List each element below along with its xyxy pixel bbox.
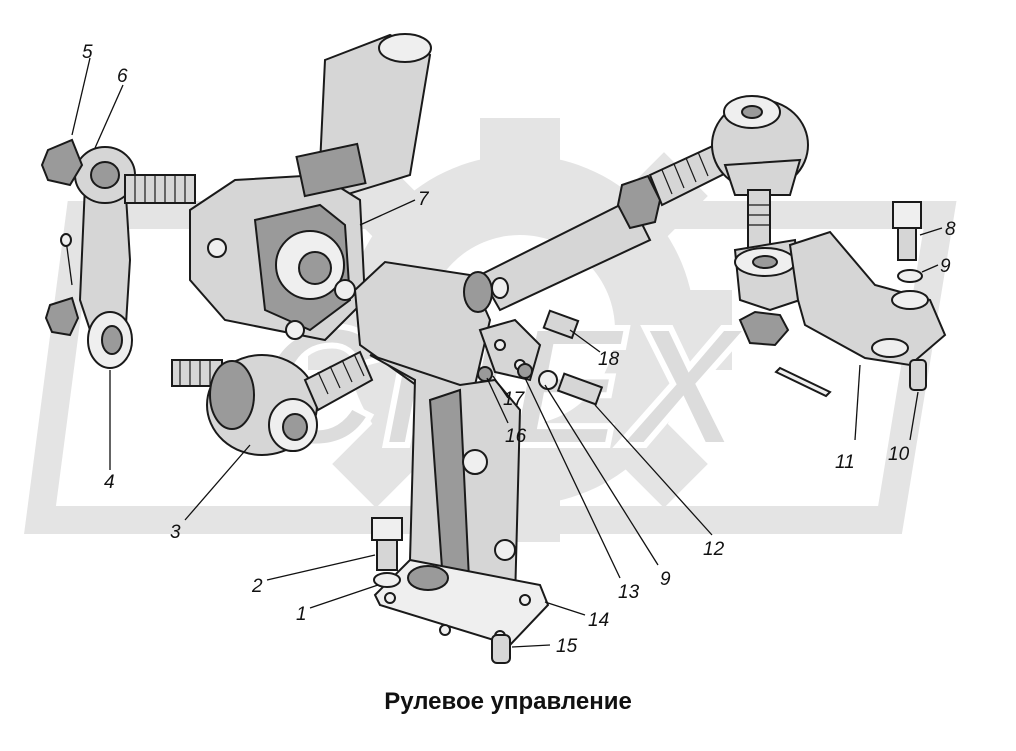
callout-9-right: 9 (940, 256, 951, 277)
diagram-caption: Рулевое управление (384, 688, 632, 715)
bolt-8 (892, 201, 923, 283)
tie-rod-end-right (711, 95, 809, 251)
callout-7: 7 (418, 189, 430, 210)
callout-4: 4 (104, 472, 115, 493)
steering-gear-box (189, 33, 432, 342)
callout-6: 6 (117, 66, 128, 87)
intermediate-rod (463, 143, 730, 313)
callout-8: 8 (945, 219, 956, 240)
callout-9-lower: 9 (660, 569, 671, 590)
callout-1: 1 (296, 604, 307, 625)
tie-rod-end-left (171, 350, 374, 456)
clamp-plate (477, 318, 542, 382)
column-bracket (353, 260, 550, 647)
bolt-12 (538, 370, 604, 406)
callout-11: 11 (835, 452, 855, 473)
callout-13: 13 (618, 582, 640, 603)
callout-labels: 5 6 7 8 9 10 11 12 13 14 15 16 17 18 9 4… (82, 42, 956, 657)
callout-2: 2 (251, 576, 263, 597)
callout-18: 18 (598, 349, 620, 370)
bolt-2 (371, 517, 403, 588)
bolt-18 (542, 309, 580, 340)
callout-3: 3 (170, 522, 181, 543)
steering-arm (733, 230, 947, 398)
leader-lines (71, 57, 943, 648)
callout-15: 15 (556, 636, 578, 657)
callout-10: 10 (888, 444, 910, 465)
callout-14: 14 (588, 610, 609, 631)
pitman-arm-assembly (40, 138, 136, 369)
pitman-stud (124, 174, 196, 204)
callout-16: 16 (505, 426, 527, 447)
dowel-15 (491, 634, 511, 664)
callout-17: 17 (503, 389, 526, 410)
callout-5: 5 (82, 42, 93, 63)
callout-12: 12 (703, 539, 725, 560)
